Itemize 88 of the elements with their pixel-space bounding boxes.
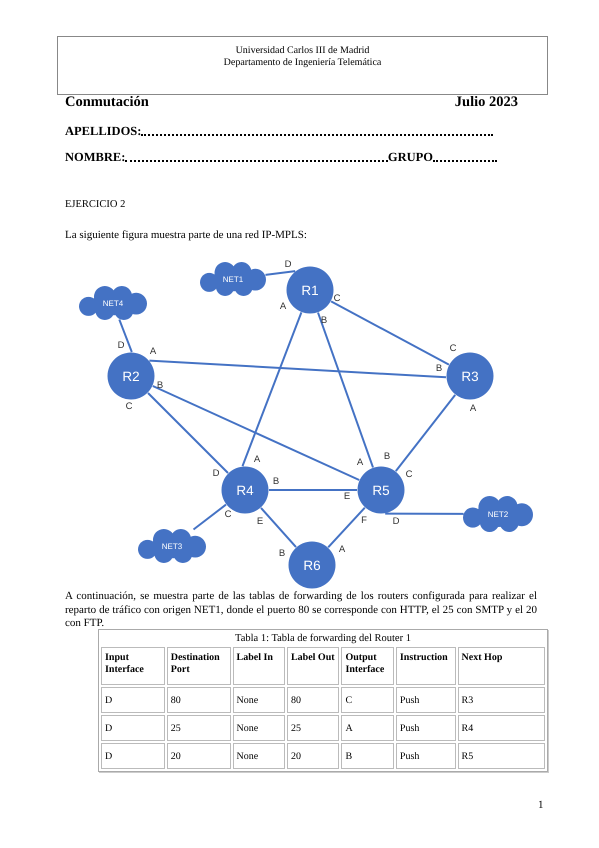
port-label: B [320,316,328,326]
exam-date: Julio 2023 [454,94,518,111]
field-label: GRUPO [388,150,433,165]
cloud-label: NET3 [162,542,182,550]
field-label: APELLIDOS: [65,124,142,139]
port-label: A [356,458,364,468]
table-cell: R3 [458,687,545,713]
link-line [269,489,357,491]
router-label: R3 [461,368,479,384]
table-cell: 80 [286,687,340,713]
table-cell: B [341,743,394,769]
link-line [260,507,297,548]
table-cell: C [341,687,394,713]
table-cell: A [341,715,394,741]
link-line [118,319,133,352]
table-cell: 25 [166,715,231,741]
page-number: 1 [538,799,544,811]
university-name: Universidad Carlos III de Madrid [236,45,370,57]
column-header: Destination Port [166,647,231,685]
subject-heading: Conmutación [65,94,149,111]
port-label: A [280,302,286,312]
link-line [330,300,450,366]
port-label: A [150,347,156,357]
link-line [395,394,456,472]
column-header: Input Interface [101,647,165,685]
link-line [317,312,374,468]
table-cell: D [101,743,165,769]
link-line [147,392,229,474]
router-label: R5 [372,482,390,498]
port-label: D [212,469,220,479]
port-label: C [224,510,232,520]
port-label: B [156,381,164,391]
port-label: B [278,549,286,559]
column-header: Instruction [396,647,456,685]
description-paragraph: A continuación, se muestra parte de las tablas de forwarding de los routers configurada para realizar el reparto de tráfico con origen NET1, donde el puerto 80 se corresponde con HTTP, el 25 con SMTP y el 20 con FTP. [65,590,537,630]
port-label: A [338,545,346,555]
table-cell: 20 [286,743,340,769]
column-header: Label In [232,647,285,685]
router-label: R1 [301,282,319,298]
field-label: NOMBRE: [65,150,126,165]
table-cell: None [232,715,285,741]
port-label: D [284,260,292,270]
port-label: A [470,404,476,414]
router-label: R4 [236,482,254,498]
cloud-label: NET4 [102,298,124,308]
link-line [192,504,227,530]
table-cell: 20 [166,743,231,769]
column-header: Next Hop [458,647,545,685]
port-label: F [361,516,367,526]
table-cell: Push [396,687,456,713]
port-label: C [334,294,340,304]
table-cell: R4 [458,715,545,741]
exercise-heading: EJERCICIO 2 [65,199,126,210]
router-label: R6 [303,558,321,572]
department-name: Departamento de Ingeniería Telemática [224,57,382,69]
link-line [242,312,302,466]
router-label: R2 [122,368,140,384]
port-label: B [272,477,280,487]
intro-text: La siguiente figura muestra parte de una red IP-MPLS: [65,229,307,241]
table-cell: None [232,743,285,769]
link-line [152,385,360,481]
cloud-label: NET1 [222,274,244,284]
port-label: C [406,470,412,480]
port-label: D [392,517,400,527]
port-label: C [450,344,456,354]
port-label: E [344,492,350,502]
table-cell: Push [396,743,456,769]
table-cell: 25 [286,715,340,741]
link-line [149,360,446,378]
cloud-label: NET2 [488,510,508,518]
table-cell: 80 [166,687,231,713]
port-label: C [126,402,132,412]
table-cell: D [101,715,165,741]
column-header: Label Out [286,647,340,685]
table-cell: None [232,687,285,713]
link-line [265,270,296,276]
table-cell: Push [396,715,456,741]
column-header: Output Interface [341,647,394,685]
table-caption: Tabla 1: Tabla de forwarding del Router 1 [235,632,411,645]
link-line [385,512,464,515]
port-label: A [254,455,260,465]
table-cell: D [101,687,165,713]
port-label: B [384,452,390,462]
table-cell: R5 [458,743,545,769]
port-label: E [256,517,264,527]
port-label: D [118,341,124,351]
link-line [327,507,366,548]
port-label: B [436,364,442,374]
